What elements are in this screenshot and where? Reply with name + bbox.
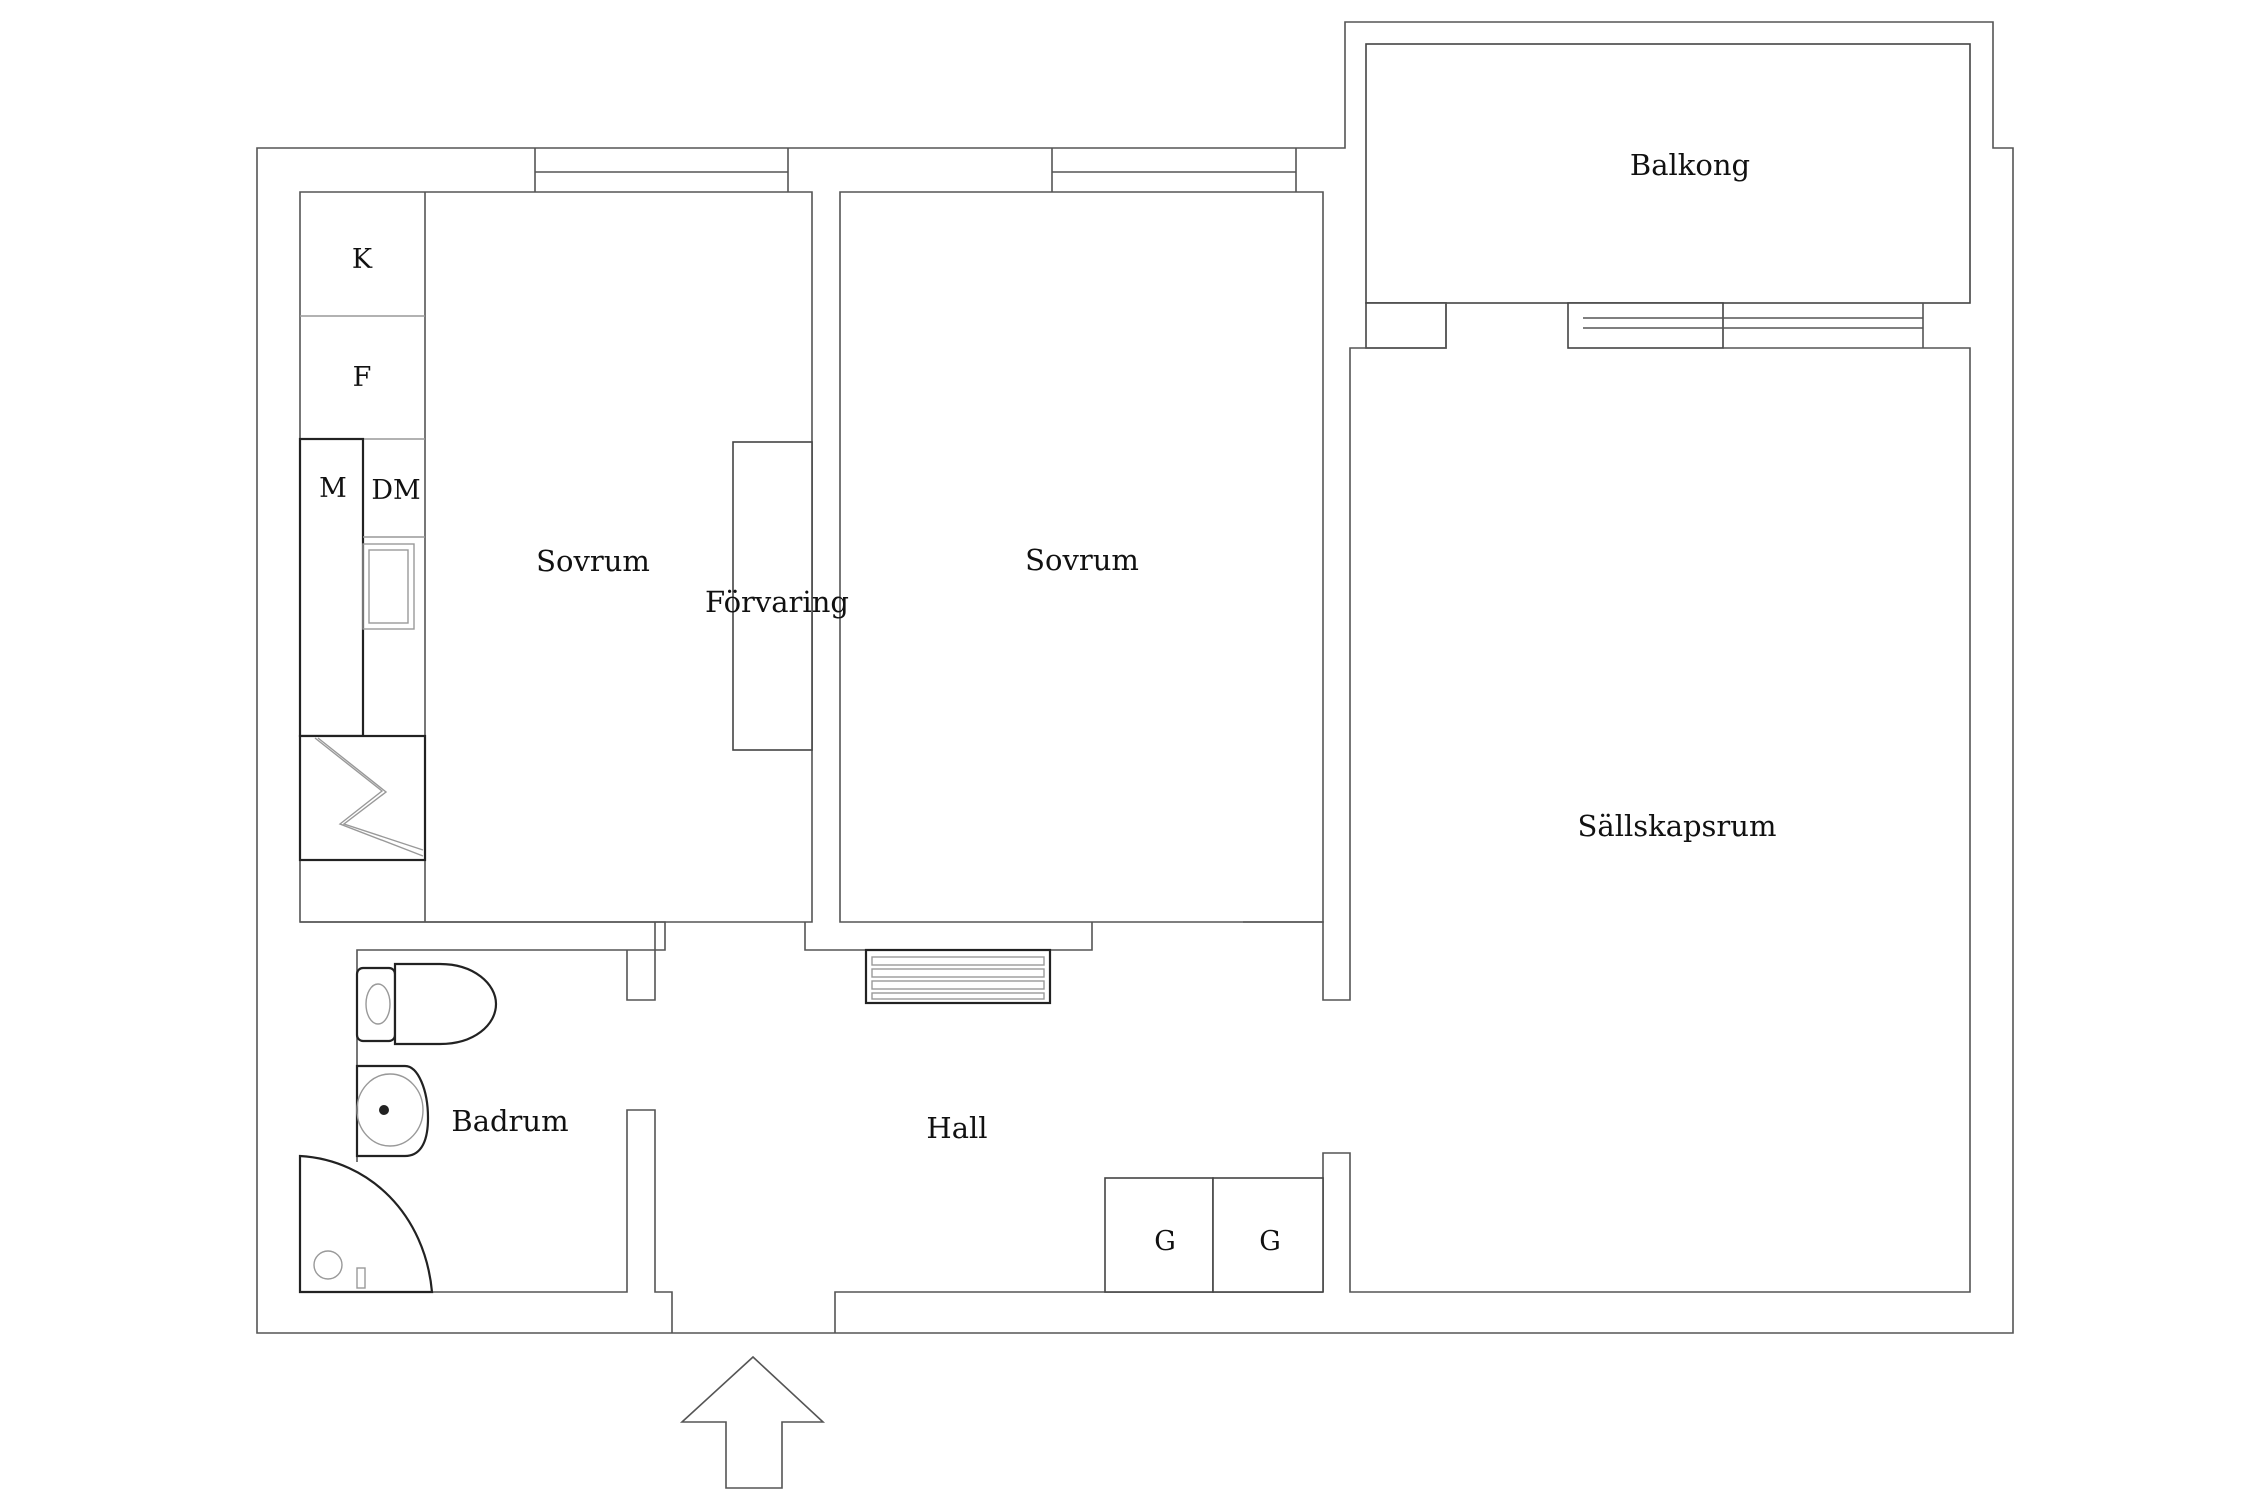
fixture-label-wardrobe-1: G (1154, 1226, 1176, 1257)
exterior-wall-outer (256, 21, 2014, 1334)
balcony (1365, 43, 1971, 349)
interior-walls (299, 191, 1971, 1333)
storage-closet (732, 441, 813, 751)
fixture-label-wardrobe-2: G (1259, 1226, 1281, 1257)
kitchen-sink (362, 543, 415, 630)
fixture-label-microwave: M (319, 473, 347, 504)
fixture-label-freezer: F (353, 362, 372, 393)
hall-wardrobes (1104, 1177, 1324, 1293)
room-label-balcony: Balkong (1630, 148, 1750, 182)
up-arrow-icon (679, 1355, 826, 1489)
fixture-label-fridge: K (352, 244, 373, 275)
stove (298, 734, 427, 862)
room-label-bathroom: Badrum (451, 1104, 568, 1138)
room-label-bedroom-mid: Sovrum (1025, 543, 1139, 577)
top-window-mid (1051, 148, 1297, 192)
room-label-living-room: Sällskapsrum (1578, 809, 1777, 843)
toilet-icon (355, 962, 498, 1046)
room-label-hall: Hall (926, 1111, 987, 1145)
sink-icon (355, 1064, 430, 1158)
kitchen (298, 192, 427, 922)
top-window-left (534, 148, 789, 192)
room-label-storage: Förvaring (705, 585, 849, 619)
room-label-bedroom-left: Sovrum (536, 544, 650, 578)
stove-symbol-icon (314, 737, 424, 857)
shower-icon (298, 1154, 434, 1294)
fixture-label-dishwasher: DM (371, 475, 420, 506)
radiator-icon (864, 948, 1052, 1005)
